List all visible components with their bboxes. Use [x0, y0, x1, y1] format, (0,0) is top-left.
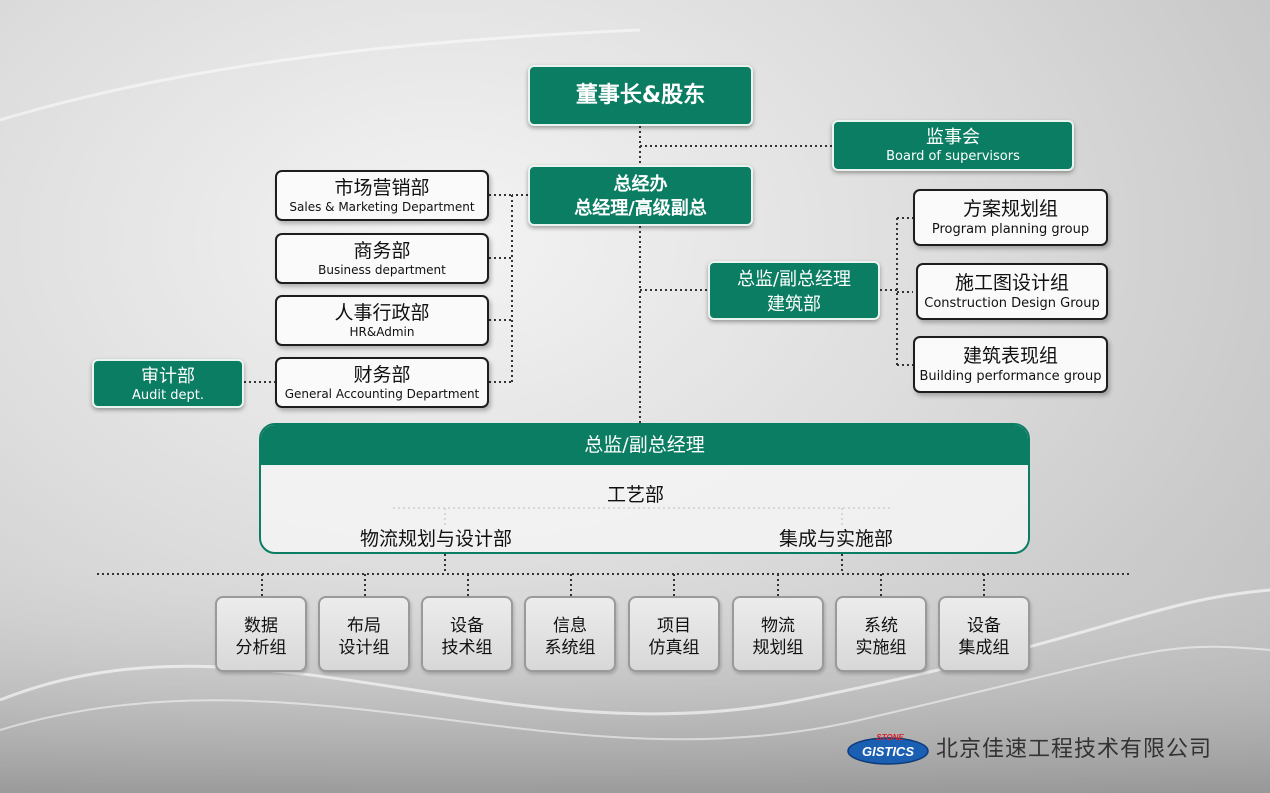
dept-en: Business department	[318, 263, 446, 277]
chairman-label: 董事长&股东	[575, 83, 706, 108]
audit-en: Audit dept.	[132, 388, 204, 403]
dept-en: HR&Admin	[349, 325, 415, 339]
dept-zh: 人事行政部	[334, 302, 430, 324]
logo-top-text: STONE	[876, 733, 904, 742]
group-line1: 系统	[864, 616, 898, 636]
company-name: 北京佳速工程技术有限公司	[936, 737, 1213, 762]
supervisors-box[interactable]: 监事会 Board of supervisors	[832, 120, 1074, 171]
group-line2: 分析组	[235, 638, 287, 658]
business-dept-box[interactable]: 商务部 Business department	[275, 233, 489, 284]
gm-title-label: 总经理/高级副总	[574, 198, 707, 219]
hr-admin-box[interactable]: 人事行政部 HR&Admin	[275, 295, 489, 346]
group-line2: 规划组	[752, 638, 804, 658]
integration-label: 集成与实施部	[779, 528, 894, 550]
group-line2: 仿真组	[648, 638, 700, 658]
architecture-title: 总监/副总经理	[736, 269, 852, 290]
dept-en: General Accounting Department	[284, 387, 480, 401]
group-en: Program planning group	[931, 222, 1090, 237]
logistics-planning-group[interactable]: 物流 规划组	[732, 596, 824, 672]
group-en: Building performance group	[919, 369, 1102, 384]
group-line2: 系统组	[544, 638, 596, 658]
building-performance-box[interactable]: 建筑表现组 Building performance group	[913, 336, 1108, 393]
group-line1: 设备	[450, 616, 484, 636]
process-dept-label: 工艺部	[607, 484, 665, 506]
logo-main-text: GISTICS	[862, 744, 914, 759]
dept-en: Sales & Marketing Department	[289, 200, 475, 214]
equipment-tech-group[interactable]: 设备 技术组	[421, 596, 513, 672]
group-line1: 布局	[347, 616, 381, 636]
group-line2: 技术组	[441, 638, 493, 658]
group-line2: 集成组	[958, 638, 1010, 658]
architecture-dept: 建筑部	[767, 294, 821, 315]
finance-box[interactable]: 财务部 General Accounting Department	[275, 357, 489, 408]
data-analysis-group[interactable]: 数据 分析组	[215, 596, 307, 672]
group-en: Construction Design Group	[924, 296, 1100, 311]
layout-design-group[interactable]: 布局 设计组	[318, 596, 410, 672]
project-simulation-group[interactable]: 项目 仿真组	[628, 596, 720, 672]
supervisors-en: Board of supervisors	[886, 149, 1020, 164]
group-line1: 物流	[761, 616, 795, 636]
logistics-planning-label: 物流规划与设计部	[360, 528, 513, 550]
sales-marketing-box[interactable]: 市场营销部 Sales & Marketing Department	[275, 170, 489, 221]
dept-zh: 财务部	[353, 364, 411, 386]
group-line1: 数据	[244, 616, 278, 636]
equipment-integration-group[interactable]: 设备 集成组	[938, 596, 1030, 672]
group-zh: 方案规划组	[962, 198, 1058, 220]
process-panel[interactable]: 总监/副总经理	[259, 423, 1030, 554]
dept-zh: 市场营销部	[334, 177, 430, 199]
construction-design-box[interactable]: 施工图设计组 Construction Design Group	[916, 263, 1108, 320]
general-manager-box[interactable]: 总经办 总经理/高级副总	[528, 165, 753, 226]
architecture-box[interactable]: 总监/副总经理 建筑部	[708, 261, 880, 320]
gm-office-label: 总经办	[613, 174, 668, 195]
company-logo: STONE GISTICS	[847, 733, 929, 765]
process-panel-header: 总监/副总经理	[261, 425, 1028, 465]
group-zh: 建筑表现组	[962, 345, 1058, 367]
dept-zh: 商务部	[353, 240, 411, 262]
group-line1: 设备	[967, 616, 1001, 636]
info-system-group[interactable]: 信息 系统组	[524, 596, 616, 672]
audit-box[interactable]: 审计部 Audit dept.	[92, 359, 244, 408]
group-line2: 设计组	[338, 638, 390, 658]
group-line2: 实施组	[855, 638, 907, 658]
group-line1: 项目	[657, 616, 691, 636]
chairman-box[interactable]: 董事长&股东	[528, 65, 753, 126]
supervisors-zh: 监事会	[926, 127, 980, 148]
audit-zh: 审计部	[141, 366, 195, 387]
system-implementation-group[interactable]: 系统 实施组	[835, 596, 927, 672]
program-planning-box[interactable]: 方案规划组 Program planning group	[913, 189, 1108, 246]
group-line1: 信息	[553, 616, 587, 636]
group-zh: 施工图设计组	[954, 272, 1069, 294]
